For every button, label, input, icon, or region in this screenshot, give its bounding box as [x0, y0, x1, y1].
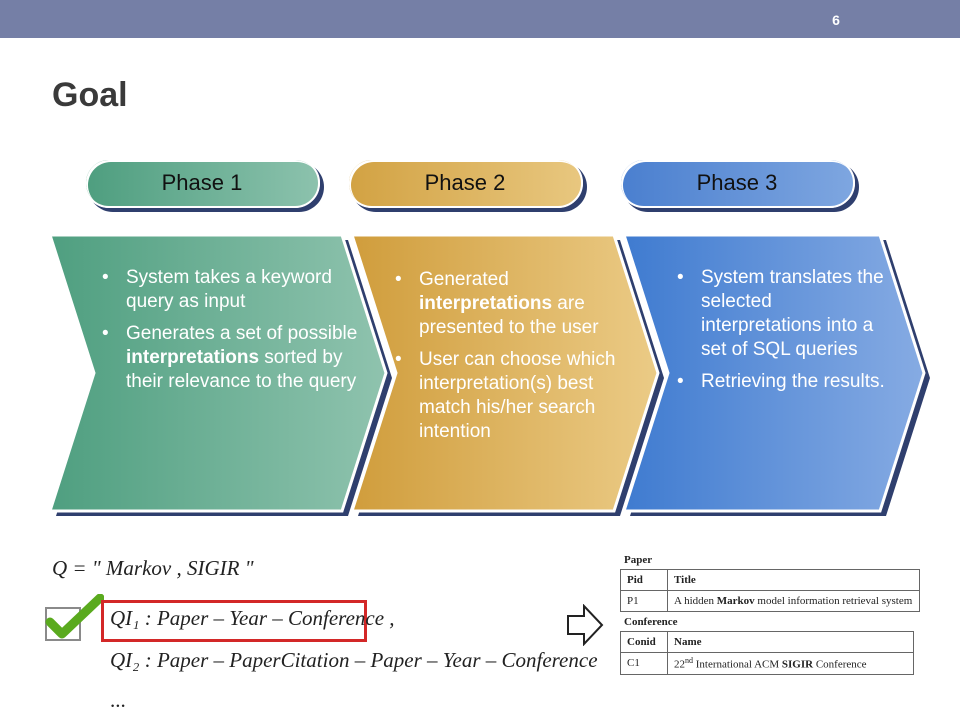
phase3-bullets: System translates the selected interpret… [675, 266, 885, 402]
phase1-bullet-1: System takes a keyword query as input [100, 266, 358, 314]
phase1-bullet-2: Generates a set of possible interpretati… [100, 322, 358, 394]
phase3-tab: Phase 3 [619, 158, 855, 208]
bullet-emphasis: interpretations [126, 347, 260, 368]
table-row: P1 A hidden Markov model information ret… [620, 590, 920, 612]
slide-number: 6 [832, 12, 840, 28]
paper-table: Pid Title P1 A hidden Markov model infor… [620, 569, 920, 612]
paper-keyword: Markov [716, 595, 755, 607]
phase3-bullet-2: Retrieving the results. [675, 370, 885, 394]
phase2-bullet-2: User can choose which interpretation(s) … [393, 348, 629, 444]
conference-table: Conid Name C1 22nd International ACM SIG… [620, 631, 914, 675]
more-interpretations: ... [110, 688, 126, 712]
selected-interpretation-highlight [101, 600, 367, 642]
conference-cell-name: 22nd International ACM SIGIR Conference [667, 652, 914, 675]
bullet-text: Retrieving the results. [701, 371, 885, 392]
table-row: C1 22nd International ACM SIGIR Conferen… [620, 652, 914, 675]
phase2-bullets: Generated interpretations are presented … [393, 268, 629, 452]
phase3-bullet-1: System translates the selected interpret… [675, 266, 885, 362]
paper-cell-title: A hidden Markov model information retrie… [667, 590, 920, 612]
conference-header-conid: Conid [620, 631, 668, 653]
bullet-text: Generates a set of possible [126, 323, 358, 344]
bullet-text: Generated [419, 269, 509, 290]
paper-header-title: Title [667, 569, 920, 591]
bullet-text: System takes a keyword query as input [126, 267, 332, 312]
top-bar [0, 0, 960, 38]
conference-name-part: Conference [813, 658, 867, 671]
bullet-text: User can choose which interpretation(s) … [419, 349, 616, 442]
phase2-bullet-1: Generated interpretations are presented … [393, 268, 629, 340]
bullet-text: sorted by their relevance to the query [126, 347, 357, 392]
right-arrow-icon [567, 604, 604, 646]
phase2-tab: Phase 2 [347, 158, 583, 208]
conference-cell-conid: C1 [620, 652, 668, 675]
conference-name-part: International ACM [693, 658, 782, 671]
bullet-text: System translates the selected interpret… [701, 267, 884, 360]
interpretation-2: QI₂ : Paper – PaperCitation – Paper – Ye… [110, 648, 598, 672]
checkmark-icon [45, 594, 104, 641]
paper-header-pid: Pid [620, 569, 668, 591]
phase1-bullets: System takes a keyword query as input Ge… [100, 266, 358, 402]
conference-name-part: 22 [674, 658, 685, 671]
conference-keyword: SIGIR [781, 658, 814, 671]
result-tables: Paper Pid Title P1 A hidden Markov model… [620, 554, 920, 679]
conference-name-sup: nd [685, 656, 693, 665]
interpretation-1: QI₁ : Paper – Year – Conference , [110, 606, 395, 630]
paper-table-caption: Paper [624, 554, 653, 566]
paper-cell-pid: P1 [620, 590, 668, 612]
conference-header-name: Name [667, 631, 914, 653]
query-formula: Q = " Markov , SIGIR " [52, 556, 254, 580]
bullet-text: are presented to the user [419, 293, 599, 338]
phase1-tab: Phase 1 [84, 158, 320, 208]
conference-table-caption: Conference [624, 616, 678, 628]
bullet-emphasis: interpretations [419, 293, 553, 314]
slide-title: Goal [52, 76, 128, 114]
